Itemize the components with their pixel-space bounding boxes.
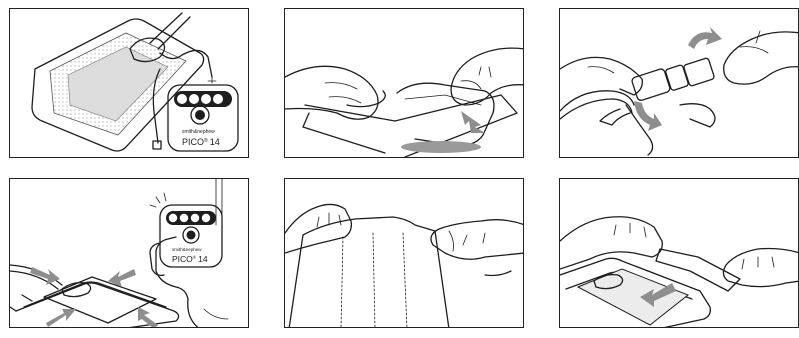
right-hand [431,220,524,260]
battery-light-icon [201,94,211,104]
step-1-panel: smith&nephew PICO®14 [9,8,249,158]
left-hand [285,66,378,119]
step-3-panel [559,8,799,158]
step-4-panel: smith&nephew PICO®14 [9,178,249,328]
sealing-strip-illustration [560,179,799,328]
seal-light-icon [180,214,188,222]
step-2-panel [284,8,524,158]
service-light-icon [202,214,210,222]
service-light-icon [213,94,223,104]
apply-dressing-illustration: smith&nephew PICO®14 [10,179,249,328]
step-5-panel [284,178,524,328]
pico-pump-device: smith&nephew PICO®14 [168,85,238,151]
sealing-strip [656,249,740,291]
peel-backing-illustration [285,9,524,158]
step-6-panel [559,178,799,328]
battery-light-icon [191,214,199,222]
tube-connector [631,58,715,102]
right-hand [451,48,524,105]
right-hand [724,32,799,84]
device-brand-label: smith&nephew [182,129,215,135]
status-light-icon [177,94,187,104]
press-arrow-icon [46,309,76,327]
connect-tubing-illustration [560,9,799,158]
release-liner [289,217,449,328]
device-brand-label: smith&nephew [172,247,202,252]
device-model-label: PICO®14 [182,137,220,147]
tube-connector-icon [153,141,161,149]
remove-liner-illustration [285,179,524,328]
seal-light-icon [189,94,199,104]
dressing-illustration [32,13,204,151]
rotate-up-arrow-icon [688,27,722,49]
pico-pump-device: smith&nephew PICO®14 [160,205,222,267]
device-model-label: PICO®14 [172,254,208,264]
right-hand [723,249,799,287]
dressing-and-pump-illustration: smith&nephew PICO®14 [10,9,249,158]
status-light-icon [169,214,177,222]
rotate-down-arrow-icon [634,101,662,131]
left-hand [560,217,662,269]
dressing-shadow [401,141,481,153]
peel-direction-arrow-icon [461,111,485,133]
left-hand [560,57,642,95]
